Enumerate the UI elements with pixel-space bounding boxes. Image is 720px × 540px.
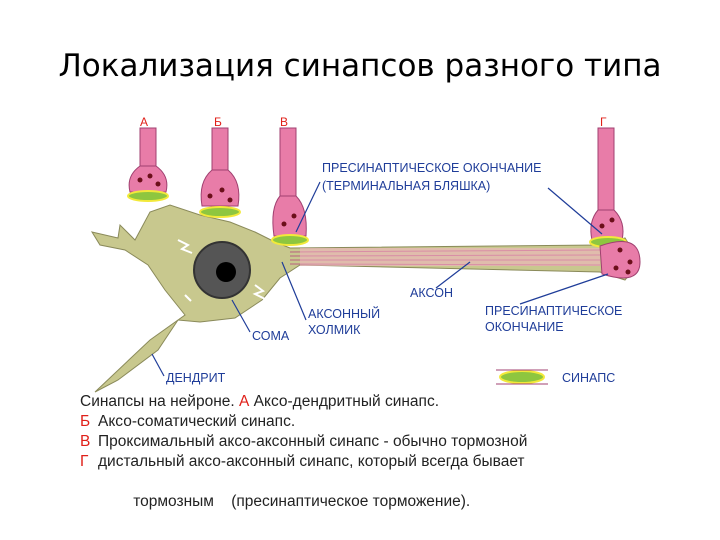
neuron-body (90, 204, 641, 393)
legend-text-a: Аксо-дендритный синапс. (253, 393, 440, 410)
pointer-lines (151, 181, 609, 377)
legend-text-g-cont: тормозным (пресинаптическое торможение). (133, 493, 471, 510)
letter-a: А (140, 115, 148, 129)
letter-v: В (280, 115, 288, 129)
nucleolus (216, 262, 236, 282)
legend-text-b: Аксо-соматический синапс. (98, 413, 296, 430)
label-presyn-ending-1: ПРЕСИНАПТИЧЕСКОЕ ОКОНЧАНИЕ (322, 161, 542, 175)
legend-key-b: Б (80, 413, 91, 430)
label-axon: АКСОН (410, 286, 453, 300)
legend-row-5: тормозным (пресинаптическое торможение). (80, 472, 680, 532)
label-presyn-2-2: ОКОНЧАНИЕ (485, 320, 564, 334)
label-dendrite: ДЕНДРИТ (166, 371, 226, 385)
legend-row-2: Б Аксо-соматический синапс. (80, 412, 680, 432)
label-synapse: СИНАПС (562, 371, 615, 385)
legend-key-v: В (80, 433, 91, 450)
legend-text-v: Проксимальный аксо-аксонный синапс - обы… (98, 433, 528, 450)
axon-highlight (300, 248, 600, 266)
legend-row-3: В Проксимальный аксо-аксонный синапс - об… (80, 432, 680, 452)
legend-prefix: Синапсы на нейроне. (80, 393, 235, 410)
legend-key-a: А (239, 393, 250, 410)
terminal-g (589, 127, 627, 248)
label-soma: СОМА (252, 329, 290, 343)
synapse-legend-icon (496, 369, 548, 385)
page-title: Локализация синапсов разного типа (58, 48, 662, 84)
terminal-b (199, 127, 241, 218)
organelles (177, 239, 266, 302)
legend-row-1: Синапсы на нейроне. А Аксо-дендритный си… (80, 392, 680, 412)
label-presyn-ending-2: (ТЕРМИНАЛЬНАЯ БЛЯШКА) (322, 179, 490, 193)
letter-b: Б (214, 115, 222, 129)
terminal-v (271, 127, 309, 246)
legend-text-g: дистальный аксо-аксонный синапс, который… (98, 453, 525, 470)
axon-terminal (599, 241, 641, 279)
label-presyn-2-1: ПРЕСИНАПТИЧЕСКОЕ (485, 304, 622, 318)
letter-g: Г (600, 115, 607, 129)
legend: Синапсы на нейроне. А Аксо-дендритный си… (80, 392, 680, 532)
terminal-a (127, 127, 169, 202)
legend-key-g: Г (80, 453, 89, 470)
label-axon-hillock-2: ХОЛМИК (308, 323, 361, 337)
label-axon-hillock-1: АКСОННЫЙ (308, 306, 380, 321)
